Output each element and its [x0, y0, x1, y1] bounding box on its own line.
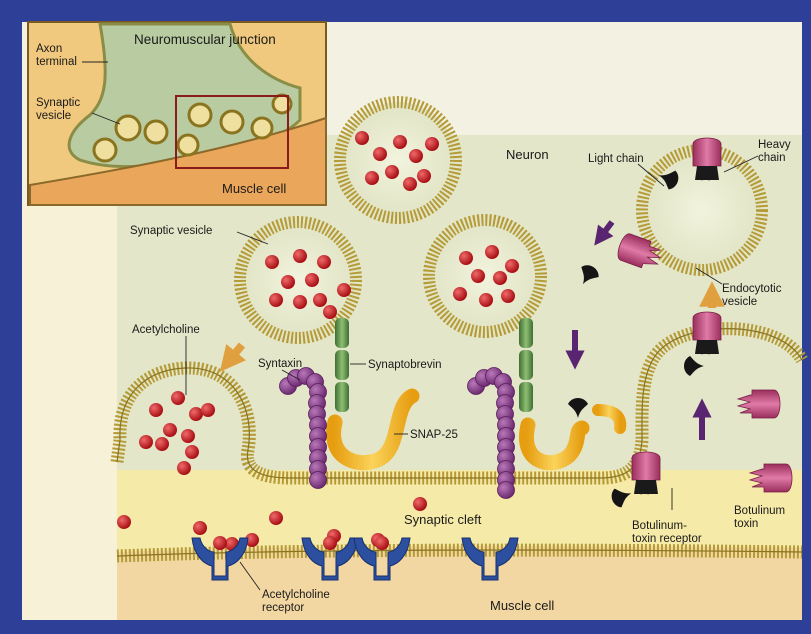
acetylcholine-molecule — [189, 407, 203, 421]
acetylcholine-molecule — [281, 275, 295, 289]
acetylcholine-molecule — [269, 511, 283, 525]
acetylcholine-molecule — [403, 177, 417, 191]
botulinum-toxin — [632, 452, 660, 494]
acetylcholine-molecule — [409, 149, 423, 163]
label-muscle-cell: Muscle cell — [490, 598, 554, 613]
acetylcholine-molecule — [505, 259, 519, 273]
acetylcholine-molecule — [201, 403, 215, 417]
inset-muscle-cell-label: Muscle cell — [222, 181, 286, 196]
acetylcholine-molecule — [365, 171, 379, 185]
synaptobrevin-middle — [519, 318, 533, 412]
acetylcholine-molecule — [317, 255, 331, 269]
label-acetylcholine: Acetylcholine — [132, 324, 200, 336]
acetylcholine-molecule — [163, 423, 177, 437]
label-neuron: Neuron — [506, 147, 549, 162]
acetylcholine-molecule — [393, 135, 407, 149]
botulinum-toxin — [693, 138, 721, 180]
acetylcholine-molecule — [479, 293, 493, 307]
acetylcholine-molecule — [193, 521, 207, 535]
label-synaptic-vesicle: Synaptic vesicle — [130, 225, 212, 237]
acetylcholine-molecule — [323, 305, 337, 319]
acetylcholine-molecule — [265, 255, 279, 269]
label-light-chain: Light chain — [588, 153, 644, 165]
acetylcholine-molecule — [313, 293, 327, 307]
acetylcholine-molecule — [171, 391, 185, 405]
vesicle-top — [340, 102, 456, 218]
acetylcholine-molecule — [185, 445, 199, 459]
acetylcholine-molecule — [139, 435, 153, 449]
label-synaptic-cleft: Synaptic cleft — [404, 512, 482, 527]
acetylcholine-molecule — [493, 271, 507, 285]
label-snap25: SNAP-25 — [410, 429, 458, 441]
acetylcholine-molecule — [305, 273, 319, 287]
acetylcholine-molecule — [177, 461, 191, 475]
acetylcholine-molecule — [385, 165, 399, 179]
acetylcholine-molecule — [417, 169, 431, 183]
acetylcholine-molecule — [373, 147, 387, 161]
acetylcholine-molecule — [413, 497, 427, 511]
muscle-cell-area — [117, 546, 802, 620]
acetylcholine-molecule — [459, 251, 473, 265]
acetylcholine-molecule — [355, 131, 369, 145]
acetylcholine-molecule — [471, 269, 485, 283]
acetylcholine-molecule — [155, 437, 169, 451]
acetylcholine-molecule — [293, 295, 307, 309]
acetylcholine-molecule — [149, 403, 163, 417]
acetylcholine-molecule — [485, 245, 499, 259]
label-synaptobrevin: Synaptobrevin — [368, 359, 442, 371]
botulinum-toxin — [693, 312, 721, 354]
acetylcholine-molecule — [269, 293, 283, 307]
acetylcholine-molecule — [293, 249, 307, 263]
acetylcholine-molecule — [117, 515, 131, 529]
synaptobrevin-left — [335, 318, 349, 412]
inset-title: Neuromuscular junction — [134, 32, 276, 47]
acetylcholine-molecule — [181, 429, 195, 443]
label-syntaxin: Syntaxin — [258, 358, 302, 370]
acetylcholine-molecule — [453, 287, 467, 301]
acetylcholine-molecule — [501, 289, 515, 303]
acetylcholine-molecule — [337, 283, 351, 297]
acetylcholine-molecule — [425, 137, 439, 151]
